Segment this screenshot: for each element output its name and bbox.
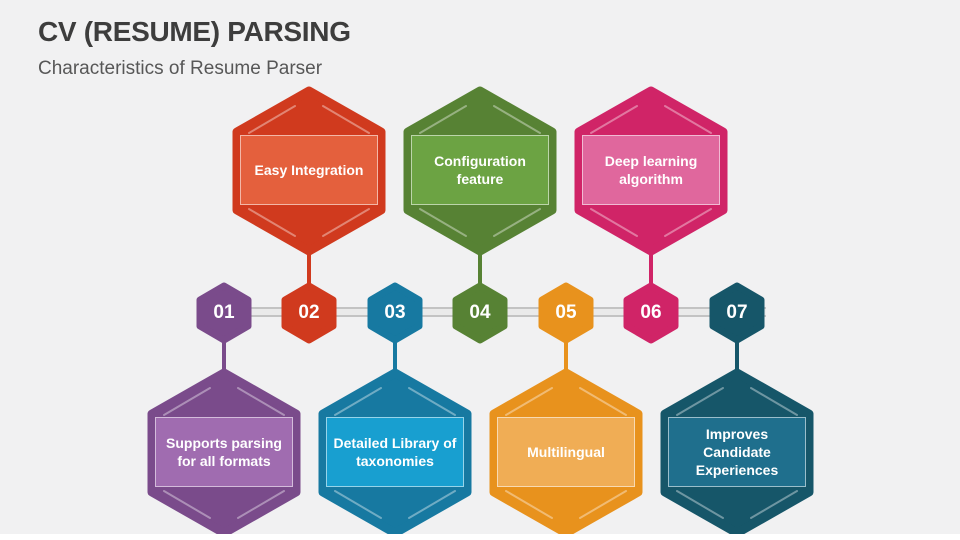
inner-accent-lines bbox=[590, 105, 712, 237]
feature-label: Deep learning algorithm bbox=[604, 153, 698, 187]
inner-accent-lines bbox=[505, 387, 627, 519]
feature-hexagon-01: Supports parsing for all formats bbox=[147, 368, 301, 538]
timeline-hexagon-07: 07 bbox=[708, 282, 766, 344]
connector-stem-04 bbox=[478, 250, 482, 288]
connector-stem-01 bbox=[222, 338, 226, 372]
feature-label-box: Configuration feature bbox=[411, 135, 549, 205]
inner-accent-lines bbox=[676, 387, 798, 519]
timeline-number: 03 bbox=[384, 301, 406, 323]
timeline-hexagon-03: 03 bbox=[366, 282, 424, 344]
feature-label: Easy Integration bbox=[254, 162, 364, 178]
feature-hexagon-06: Deep learning algorithm bbox=[574, 86, 728, 256]
connector-stem-03 bbox=[393, 338, 397, 372]
connector-stem-06 bbox=[649, 250, 653, 288]
timeline-number: 05 bbox=[555, 301, 577, 323]
feature-label-box: Deep learning algorithm bbox=[582, 135, 720, 205]
timeline-hexagon-05: 05 bbox=[537, 282, 595, 344]
inner-accent-lines bbox=[419, 105, 541, 237]
timeline-number: 07 bbox=[726, 301, 748, 323]
hexagon-shape bbox=[623, 282, 679, 344]
inner-accent-lines bbox=[248, 105, 370, 237]
feature-label: Configuration feature bbox=[434, 153, 526, 187]
feature-hexagon-07: Improves Candidate Experiences bbox=[660, 368, 814, 538]
connector-stem-05 bbox=[564, 338, 568, 372]
feature-label-box: Improves Candidate Experiences bbox=[668, 417, 806, 487]
feature-label: Supports parsing for all formats bbox=[166, 435, 282, 469]
hexagon-shape bbox=[196, 282, 252, 344]
hexagon-shape bbox=[538, 282, 594, 344]
timeline-hexagon-01: 01 bbox=[195, 282, 253, 344]
slide-bottom-border bbox=[0, 534, 960, 540]
timeline-number: 04 bbox=[469, 301, 491, 323]
inner-accent-lines bbox=[163, 387, 285, 519]
inner-accent-lines bbox=[334, 387, 456, 519]
connector-stem-02 bbox=[307, 250, 311, 288]
hexagon-shape bbox=[281, 282, 337, 344]
feature-label: Detailed Library of taxonomies bbox=[333, 435, 457, 469]
feature-label: Multilingual bbox=[527, 444, 605, 460]
feature-label-box: Supports parsing for all formats bbox=[155, 417, 293, 487]
timeline-number: 01 bbox=[213, 301, 235, 323]
slide-subtitle: Characteristics of Resume Parser bbox=[38, 58, 323, 79]
feature-label-box: Multilingual bbox=[497, 417, 635, 487]
slide-title: CV (RESUME) PARSING bbox=[38, 16, 351, 47]
feature-hexagon-05: Multilingual bbox=[489, 368, 643, 538]
hexagon-shape bbox=[709, 282, 765, 344]
timeline-hexagon-06: 06 bbox=[622, 282, 680, 344]
feature-hexagon-04: Configuration feature bbox=[403, 86, 557, 256]
timeline-hexagon-02: 02 bbox=[280, 282, 338, 344]
feature-label-box: Detailed Library of taxonomies bbox=[326, 417, 464, 487]
feature-label: Improves Candidate Experiences bbox=[695, 426, 779, 478]
hexagon-shape bbox=[367, 282, 423, 344]
timeline-number: 02 bbox=[298, 301, 320, 323]
timeline-number: 06 bbox=[640, 301, 662, 323]
connector-stem-07 bbox=[735, 338, 739, 372]
feature-hexagon-02: Easy Integration bbox=[232, 86, 386, 256]
hexagon-shape bbox=[452, 282, 508, 344]
timeline-hexagon-04: 04 bbox=[451, 282, 509, 344]
feature-hexagon-03: Detailed Library of taxonomies bbox=[318, 368, 472, 538]
feature-label-box: Easy Integration bbox=[240, 135, 378, 205]
